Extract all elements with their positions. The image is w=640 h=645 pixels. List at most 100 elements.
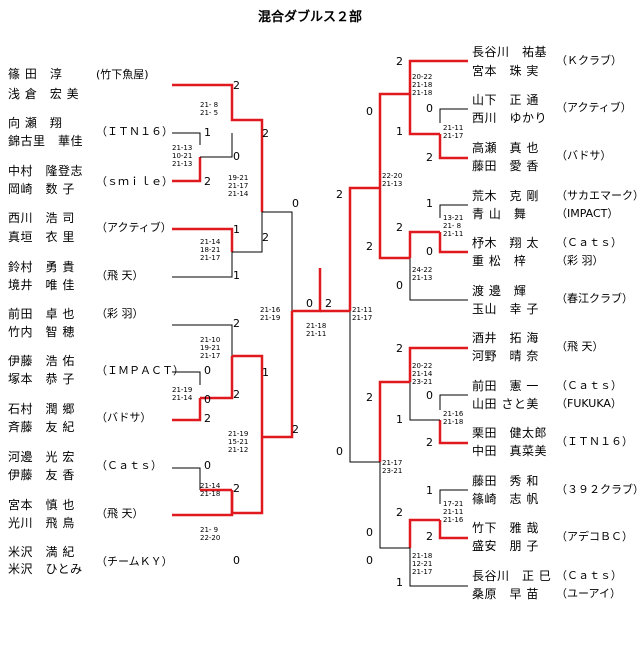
player-name: 河邊 光 宏 <box>8 450 75 464</box>
bracket-line <box>439 204 468 218</box>
club-name: （ＩＭＰＡＣＴ） <box>96 364 184 377</box>
player-name: 山下 正 通 <box>472 93 539 107</box>
set-count: 2 <box>325 297 332 310</box>
player-name: 伊藤 浩 佑 <box>8 354 75 368</box>
player-name: 桑原 早 苗 <box>472 587 539 601</box>
club-name: （飛 天） <box>96 269 144 282</box>
set-count: 0 <box>426 102 433 115</box>
set-count: 2 <box>366 391 373 404</box>
club-name: （飛 天） <box>556 340 604 353</box>
bracket-line-winner <box>408 59 468 94</box>
player-name: 青 山 舞 <box>472 207 527 221</box>
player-name: 鈴村 勇 貴 <box>8 260 75 274</box>
bracket-line-winner <box>438 134 468 160</box>
player-name: 前田 憲 一 <box>472 379 539 393</box>
player-name: 竹内 智 穂 <box>8 325 75 339</box>
set-count: 0 <box>204 459 211 472</box>
club-name: （ＩＴＮ１６） <box>556 435 633 448</box>
bracket-line <box>439 108 468 123</box>
club-name: （Ｃａｔｓ） <box>556 569 622 582</box>
set-count: 2 <box>233 482 240 495</box>
set-count: 2 <box>262 231 269 244</box>
club-name: （アデコＢＣ） <box>556 530 633 543</box>
player-name: 荒木 克 剛 <box>472 189 539 203</box>
player-name: 真垣 衣 里 <box>8 230 75 244</box>
player-name: 米沢 満 紀 <box>8 545 75 559</box>
set-count: 2 <box>262 127 269 140</box>
set-count: 2 <box>233 388 240 401</box>
bracket-line-winner <box>408 518 440 548</box>
bracket-line-winner <box>408 230 440 258</box>
club-name: （ｓｍｉｌｅ） <box>96 175 173 188</box>
bracket-line-winner <box>348 186 380 311</box>
club-name: (竹下魚屋) <box>96 68 149 81</box>
player-name: 盛安 朋 子 <box>472 539 539 553</box>
bracket-line <box>439 489 468 504</box>
set-count: 0 <box>366 554 373 567</box>
player-name: 石村 潤 郷 <box>8 402 75 416</box>
club-name: （FUKUKA） <box>556 397 622 410</box>
bracket-line-winner <box>230 109 264 212</box>
bracket-line <box>172 252 233 278</box>
set-count: 1 <box>396 413 403 426</box>
player-name: 米沢 ひとみ <box>8 562 83 576</box>
club-name: （ユーアイ） <box>556 587 622 600</box>
set-count: 0 <box>204 364 211 377</box>
club-name: （彩 羽） <box>556 254 604 267</box>
bracket-line <box>349 311 380 463</box>
set-count: 2 <box>204 412 211 425</box>
bracket-line-winner <box>408 346 468 382</box>
bracket-line <box>409 258 468 301</box>
bracket-line-winner <box>200 356 234 400</box>
club-name: （Ｃａｔｓ） <box>96 459 162 472</box>
set-count: 2 <box>233 317 240 330</box>
set-count: 0 <box>426 245 433 258</box>
bracket-line <box>232 212 263 253</box>
player-name: 浅 倉 宏 美 <box>8 87 80 101</box>
bracket-line-winner <box>408 94 440 136</box>
player-name: 西川 浩 司 <box>8 211 75 225</box>
set-count: 1 <box>396 125 403 138</box>
bracket-line-winner <box>438 520 468 540</box>
bracket-line <box>379 462 410 549</box>
bracket-line-winner <box>172 227 234 252</box>
set-count: 0 <box>204 393 211 406</box>
set-count: 2 <box>426 436 433 449</box>
player-name: 岡崎 数 子 <box>8 182 75 196</box>
bracket-line <box>409 548 468 587</box>
player-name: 栗田 健太郎 <box>472 426 548 440</box>
set-count: 0 <box>306 297 313 310</box>
set-count: 1 <box>426 484 433 497</box>
club-name: （アクティブ） <box>556 101 632 114</box>
bracket-line-winner <box>262 311 294 439</box>
club-name: （バドサ） <box>556 149 612 162</box>
bracket-line-winner <box>378 188 410 260</box>
set-count: 0 <box>366 105 373 118</box>
bracket-title: 混合ダブルス２部 <box>258 10 363 25</box>
bracket-line <box>439 394 468 410</box>
player-name: 篠 田 淳 <box>8 67 63 81</box>
bracket-line-winner <box>172 398 202 422</box>
bracket-line-winner <box>378 380 410 462</box>
player-name: 篠崎 志 帆 <box>472 492 539 506</box>
